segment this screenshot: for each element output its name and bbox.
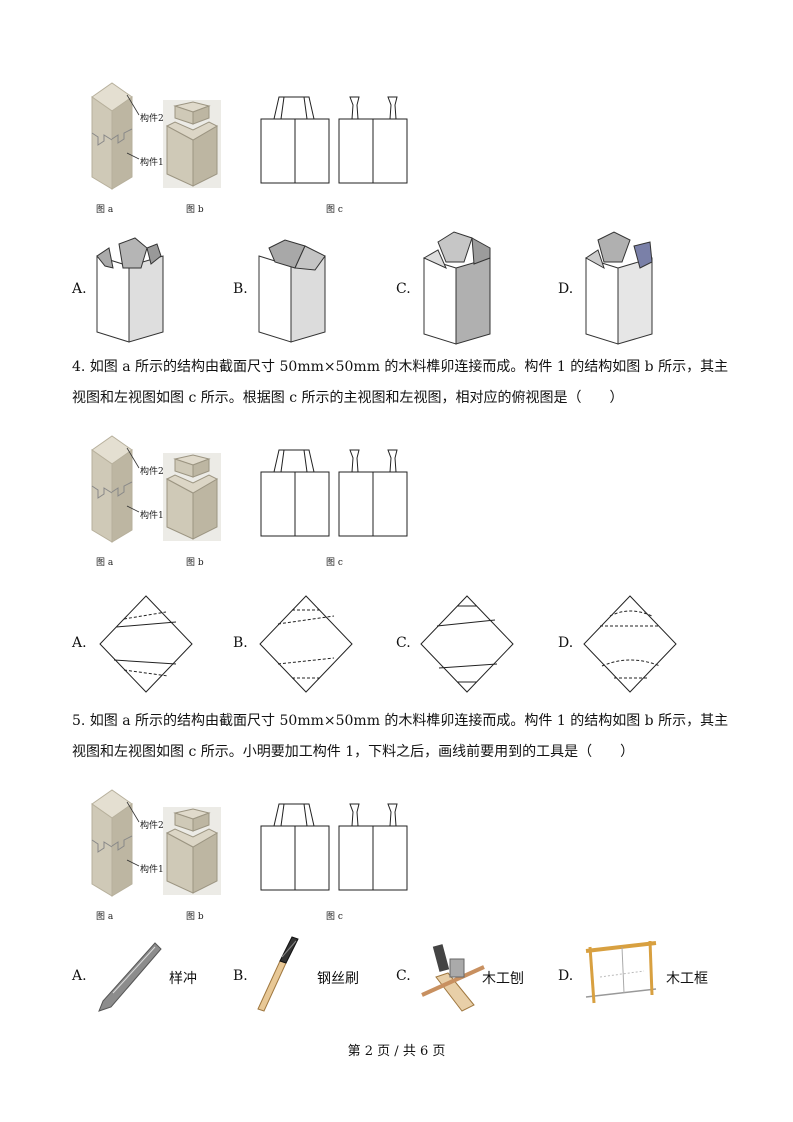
center-punch-icon[interactable] [95, 939, 165, 1014]
part-2-label: 构件2 [140, 114, 164, 124]
option-b-letter[interactable]: B. [233, 635, 248, 651]
leader-lines [126, 447, 140, 513]
option-d-letter[interactable]: D. [558, 281, 574, 297]
tool-d-name: 木工框 [666, 971, 708, 987]
figure-a-illustration [91, 789, 133, 897]
figure-c-views [260, 803, 408, 891]
option-c-letter[interactable]: C. [396, 968, 411, 984]
caption-b: 图 b [186, 205, 204, 215]
option-c-solid[interactable] [420, 231, 500, 347]
option-b-topview[interactable] [256, 594, 356, 694]
caption-a: 图 a [96, 558, 114, 568]
wood-plane-icon[interactable] [418, 937, 488, 1012]
caption-b: 图 b [186, 912, 204, 922]
caption-c: 图 c [326, 558, 343, 568]
figure-b-illustration [163, 453, 221, 541]
figure-a-illustration [91, 82, 133, 190]
q4-options: A. B. C. D. [0, 590, 793, 700]
option-b-letter[interactable]: B. [233, 968, 248, 984]
figure-b-illustration [163, 100, 221, 188]
part-1-label: 构件1 [140, 511, 164, 521]
option-d-letter[interactable]: D. [558, 968, 574, 984]
option-a-topview[interactable] [96, 594, 196, 694]
option-b-solid[interactable] [255, 238, 335, 348]
caption-a: 图 a [96, 912, 114, 922]
part-2-label: 构件2 [140, 467, 164, 477]
leader-lines [126, 801, 140, 867]
option-d-topview[interactable] [580, 594, 680, 694]
figure-a-illustration [91, 435, 133, 543]
figure-group-1: 构件2 构件1 图 a 图 b 图 c [70, 75, 430, 220]
option-a-solid[interactable] [93, 237, 173, 348]
option-a-letter[interactable]: A. [72, 968, 87, 984]
option-c-topview[interactable] [417, 594, 517, 694]
option-d-solid[interactable] [582, 231, 662, 347]
option-d-letter[interactable]: D. [558, 635, 574, 651]
figure-c-views [260, 449, 408, 537]
figure-group-3: 构件2 构件1 图 a 图 b 图 c [70, 782, 430, 927]
caption-a: 图 a [96, 205, 114, 215]
tool-b-name: 钢丝刷 [317, 971, 359, 987]
figure-b-illustration [163, 807, 221, 895]
caption-b: 图 b [186, 558, 204, 568]
option-c-letter[interactable]: C. [396, 281, 411, 297]
part-2-label: 构件2 [140, 821, 164, 831]
option-b-letter[interactable]: B. [233, 281, 248, 297]
q5-options: A. 样冲 B. 钢丝刷 C. 木工刨 D. 木工框 [0, 935, 793, 1015]
caption-c: 图 c [326, 912, 343, 922]
option-a-letter[interactable]: A. [72, 635, 87, 651]
option-c-letter[interactable]: C. [396, 635, 411, 651]
page-footer: 第 2 页 / 共 6 页 [347, 1044, 446, 1059]
part-1-label: 构件1 [140, 158, 164, 168]
tool-a-name: 样冲 [169, 971, 197, 987]
figure-c-views [260, 96, 408, 184]
frame-saw-icon[interactable] [580, 937, 660, 1012]
q5-text: 5. 如图 a 所示的结构由截面尺寸 50mm×50mm 的木料榫卯连接而成。构… [72, 713, 729, 760]
q3-options: A. B. C. D. [0, 230, 793, 350]
option-a-letter[interactable]: A. [72, 281, 87, 297]
part-1-label: 构件1 [140, 865, 164, 875]
wire-brush-icon[interactable] [252, 936, 312, 1012]
figure-group-2: 构件2 构件1 图 a 图 b 图 c [70, 428, 430, 573]
q4-text: 4. 如图 a 所示的结构由截面尺寸 50mm×50mm 的木料榫卯连接而成。构… [72, 359, 729, 406]
caption-c: 图 c [326, 205, 343, 215]
leader-lines [126, 94, 140, 160]
tool-c-name: 木工刨 [482, 971, 524, 987]
